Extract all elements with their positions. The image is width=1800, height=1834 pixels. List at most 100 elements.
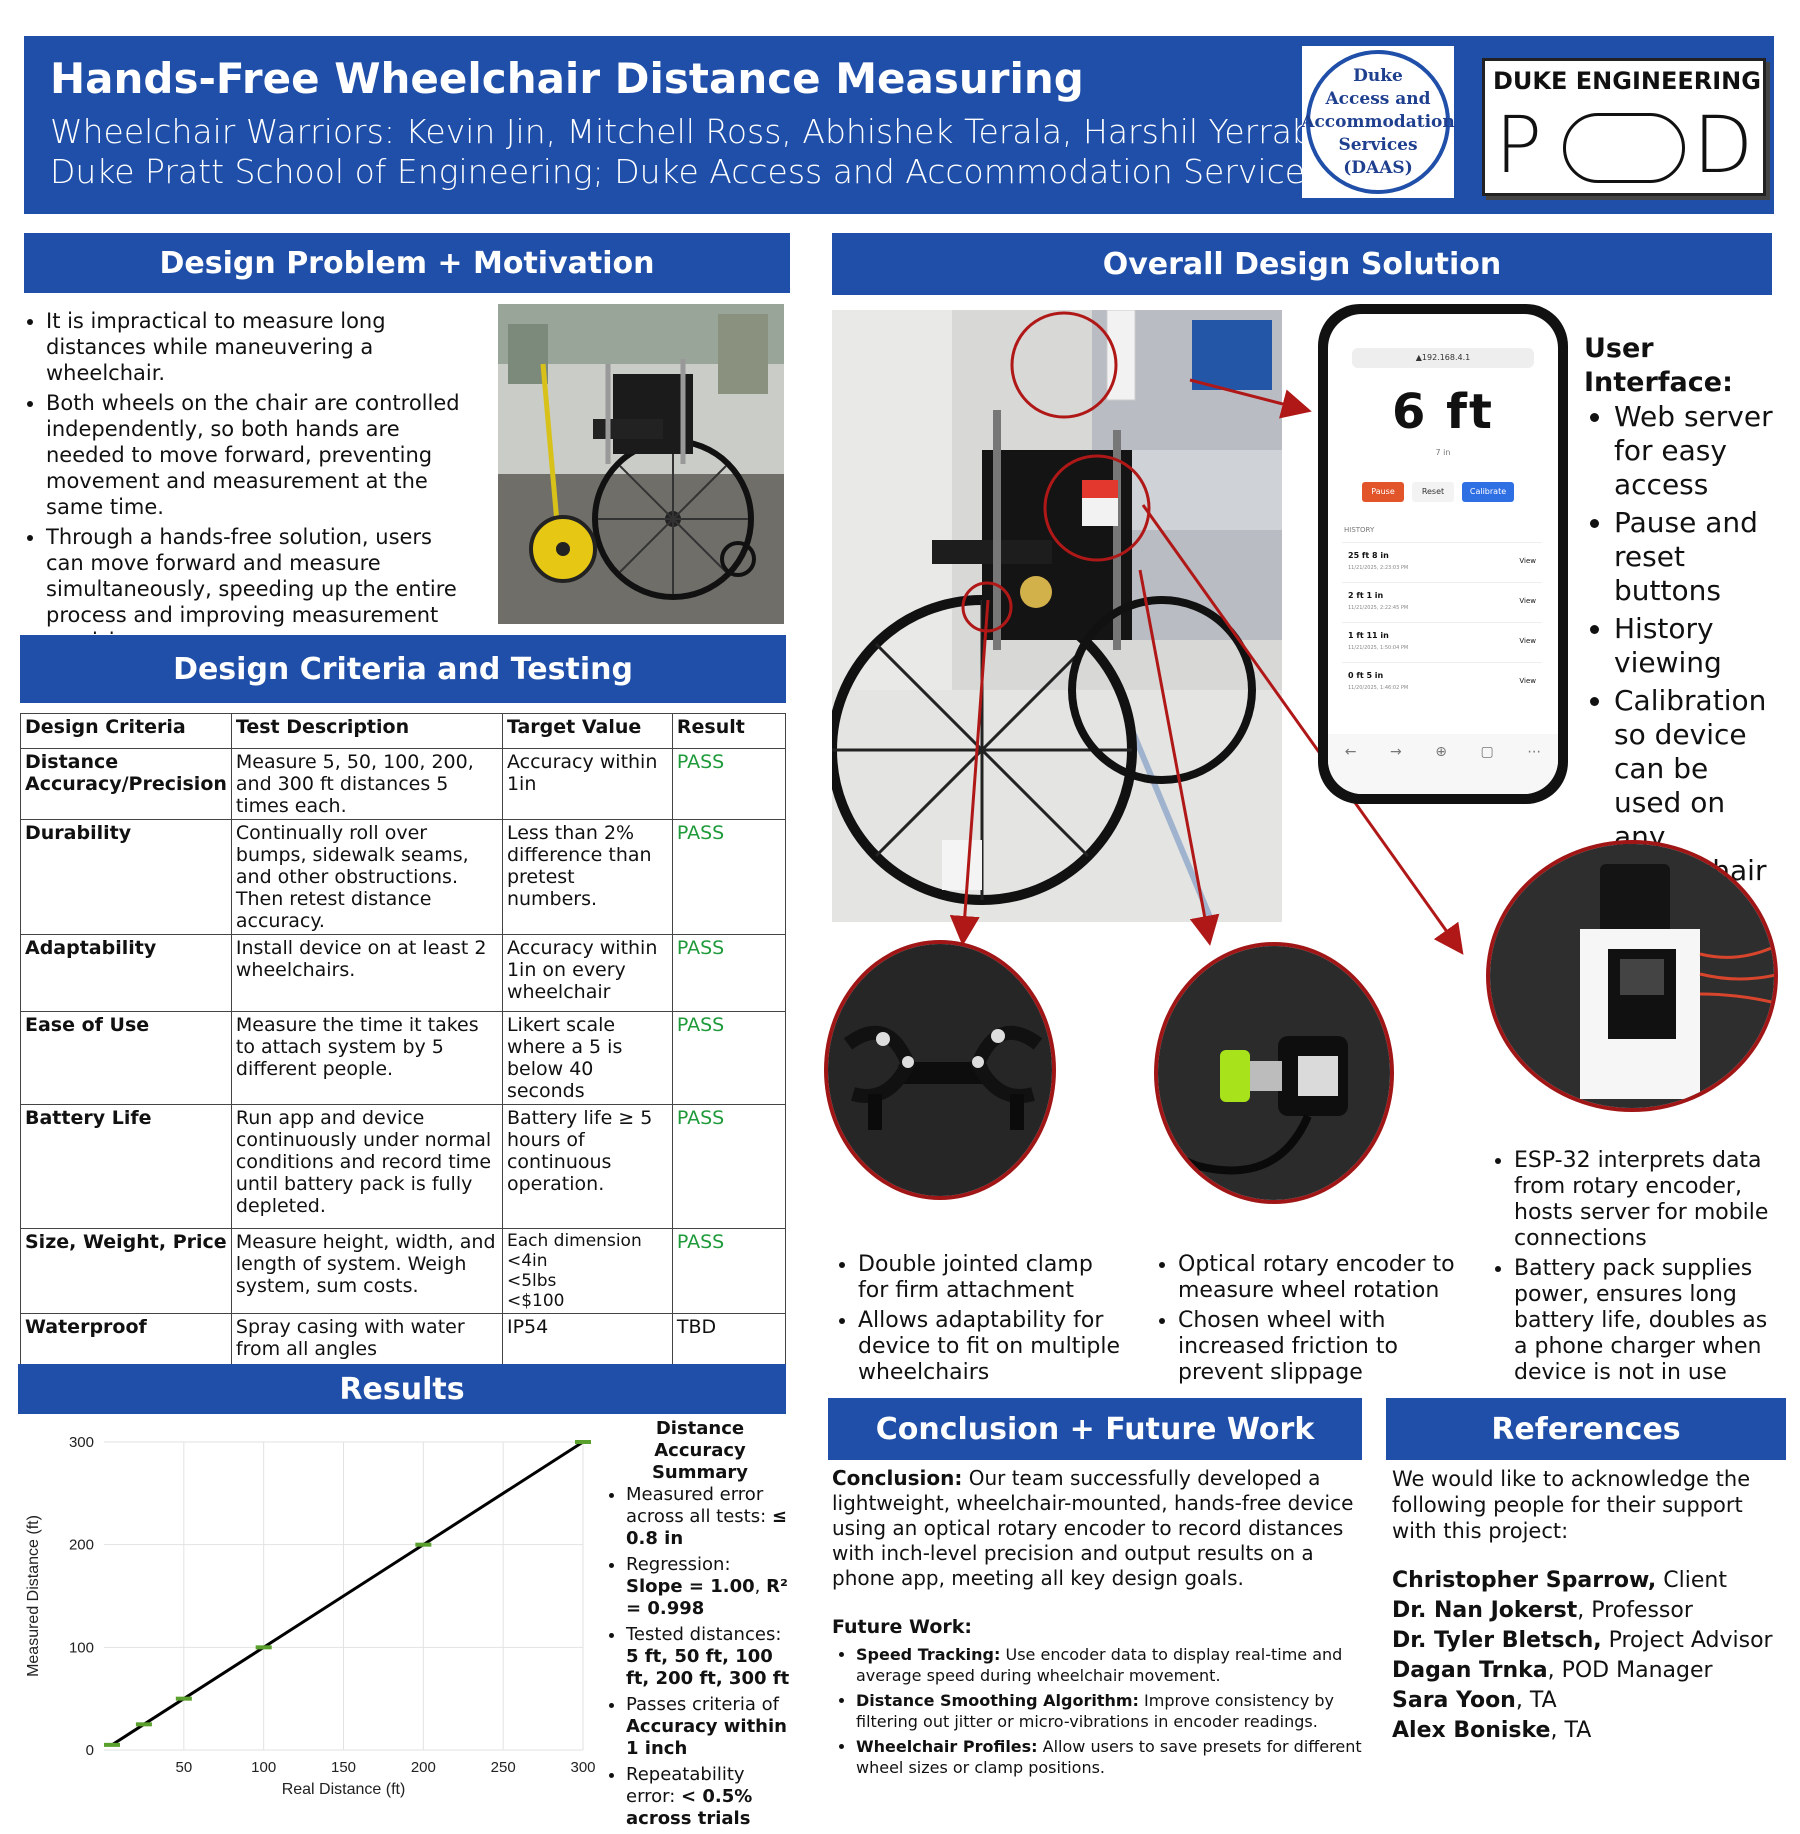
x-tick-label: 100 (251, 1759, 276, 1776)
conclusion-label: Conclusion: (832, 1466, 963, 1490)
future-item: Wheelchair Profiles: Allow users to save… (856, 1736, 1362, 1778)
esp-bullet: Battery pack supplies power, ensures lon… (1514, 1256, 1784, 1386)
reference-role: Client (1656, 1568, 1727, 1593)
history-value: 25 ft 8 in (1348, 551, 1389, 560)
problem-bullets: It is impractical to measure long distan… (22, 308, 467, 658)
test-cell: Measure the time it takes to attach syst… (230, 1011, 503, 1105)
x-tick-label: 250 (491, 1759, 516, 1776)
encoder-bullets: Optical rotary encoder to measure wheel … (1146, 1252, 1476, 1390)
esp32-photo (1486, 840, 1778, 1112)
summary-item: Repeatability error: < 0.5% across trial… (626, 1764, 790, 1830)
encoder-bullet: Optical rotary encoder to measure wheel … (1178, 1252, 1476, 1304)
solution-heading: Overall Design Solution (832, 233, 1772, 295)
summary-text: Passes criteria of (626, 1694, 779, 1715)
criteria-cell: Adaptability (20, 934, 232, 1012)
table-row: Durability Continually roll over bumps, … (20, 819, 787, 935)
phone-url-bar[interactable]: ▲192.168.4.1 (1352, 348, 1534, 368)
result-cell: PASS (671, 934, 787, 1012)
encoder-bullet: Chosen wheel with increased friction to … (1178, 1308, 1476, 1386)
test-cell: Measure height, width, and length of sys… (230, 1228, 503, 1314)
reset-button[interactable]: Reset (1412, 482, 1454, 502)
reference-role: , POD Manager (1547, 1658, 1713, 1683)
table-header-row: Design Criteria Test Description Target … (20, 713, 787, 749)
history-date: 11/21/2025, 1:50:04 PM (1348, 645, 1409, 651)
criteria-cell: Ease of Use (20, 1011, 232, 1105)
summary-item: Regression: Slope = 1.00, R² = 0.998 (626, 1554, 790, 1620)
summary-value: R² = 0.998 (626, 1576, 788, 1619)
test-cell: Install device on at least 2 wheelchairs… (230, 934, 503, 1012)
history-item[interactable]: 25 ft 8 in 11/21/2025, 2:23:03 PM View (1342, 542, 1542, 582)
reference-name: Dagan Trnka (1392, 1658, 1548, 1683)
reference-person: Christopher Sparrow, Client (1392, 1568, 1784, 1593)
pod-logo-inner: DESIGN (1563, 113, 1685, 183)
history-item[interactable]: 2 ft 1 in 11/21/2025, 2:22:45 PM View (1342, 582, 1542, 622)
reference-person: Dr. Tyler Bletsch, Project Advisor (1392, 1628, 1784, 1653)
history-view-button[interactable]: View (1519, 637, 1536, 645)
reference-person: Dr. Nan Jokerst, Professor (1392, 1598, 1784, 1623)
conclusion-body: Our team successfully developed a lightw… (832, 1466, 1354, 1590)
more-icon[interactable]: ⋯ (1527, 744, 1542, 760)
history-view-button[interactable]: View (1519, 597, 1536, 605)
forward-icon[interactable]: → (1389, 744, 1402, 760)
pod-logo: DUKE ENGINEERING P D DESIGN (1482, 58, 1766, 196)
ui-description: User Interface: Web server for easy acce… (1584, 332, 1784, 892)
result-cell: PASS (671, 819, 787, 935)
conclusion-heading: Conclusion + Future Work (828, 1398, 1362, 1460)
calibrate-button[interactable]: Calibrate (1462, 482, 1514, 502)
summary-text: , (754, 1576, 767, 1597)
column-header: Design Criteria (20, 713, 232, 749)
references-intro: We would like to acknowledge the followi… (1392, 1467, 1751, 1543)
y-tick-label: 300 (69, 1434, 94, 1451)
phone-subreading: 7 in (1435, 448, 1451, 457)
history-label: HISTORY (1344, 526, 1375, 534)
result-cell: PASS (671, 1011, 787, 1105)
references-list: Christopher Sparrow, Client Dr. Nan Joke… (1392, 1568, 1784, 1748)
problem-bullet: Both wheels on the chair are controlled … (46, 390, 467, 520)
history-view-button[interactable]: View (1519, 677, 1536, 685)
future-item: Speed Tracking: Use encoder data to disp… (856, 1644, 1362, 1686)
summary-item: Passes criteria of Accuracy within 1 inc… (626, 1694, 790, 1760)
summary-title: Distance Accuracy Summary (651, 1418, 749, 1483)
y-tick-label: 100 (69, 1639, 94, 1656)
pod-logo-letter: D (1693, 101, 1753, 191)
daas-logo-line: (DAAS) (1343, 157, 1413, 178)
history-date: 11/20/2025, 1:46:02 PM (1348, 685, 1409, 691)
results-heading: Results (18, 1364, 786, 1414)
future-item-text: Use encoder data to display real-time an… (856, 1645, 1343, 1685)
history-item[interactable]: 0 ft 5 in 11/20/2025, 1:46:02 PM View (1342, 662, 1542, 702)
target-cell: Likert scale where a 5 is below 40 secon… (501, 1011, 673, 1105)
table-row: Adaptability Install device on at least … (20, 934, 787, 1012)
daas-logo: Duke Access and Accommodation Services (… (1301, 46, 1455, 198)
y-tick-label: 200 (69, 1537, 94, 1554)
result-cell: PASS (671, 748, 787, 820)
tabs-icon[interactable]: ▢ (1480, 744, 1494, 760)
reference-name: Dr. Nan Jokerst (1392, 1598, 1578, 1623)
history-value: 2 ft 1 in (1348, 591, 1384, 600)
daas-logo-line: Access and (1325, 88, 1431, 109)
table-row: Ease of Use Measure the time it takes to… (20, 1011, 787, 1105)
new-tab-icon[interactable]: ⊕ (1435, 744, 1447, 760)
summary-item: Tested distances: 5 ft, 50 ft, 100 ft, 2… (626, 1624, 790, 1690)
history-item[interactable]: 1 ft 11 in 11/21/2025, 1:50:04 PM View (1342, 622, 1542, 662)
data-point (135, 1722, 152, 1727)
results-summary: Distance Accuracy Summary Measured error… (610, 1418, 790, 1834)
esp-bullets: ESP-32 interprets data from rotary encod… (1484, 1148, 1784, 1390)
problem-bullet: It is impractical to measure long distan… (46, 308, 467, 386)
x-tick-label: 50 (175, 1759, 192, 1776)
criteria-cell: Durability (20, 819, 232, 935)
history-view-button[interactable]: View (1519, 557, 1536, 565)
back-icon[interactable]: ← (1344, 744, 1357, 760)
history-value: 1 ft 11 in (1348, 631, 1389, 640)
pod-logo-letter: P (1495, 101, 1542, 191)
column-header: Target Value (501, 713, 673, 749)
test-cell: Run app and device continuously under no… (230, 1104, 503, 1229)
column-header: Test Description (230, 713, 503, 749)
target-cell: Each dimension <4in <5lbs <$100 (501, 1228, 673, 1314)
references-heading: References (1386, 1398, 1786, 1460)
pause-button[interactable]: Pause (1362, 482, 1404, 502)
history-date: 11/21/2025, 2:22:45 PM (1348, 605, 1409, 611)
target-cell: Less than 2% difference than pretest num… (501, 819, 673, 935)
reference-role: , Professor (1577, 1598, 1693, 1623)
callout-arrows (949, 378, 1464, 955)
